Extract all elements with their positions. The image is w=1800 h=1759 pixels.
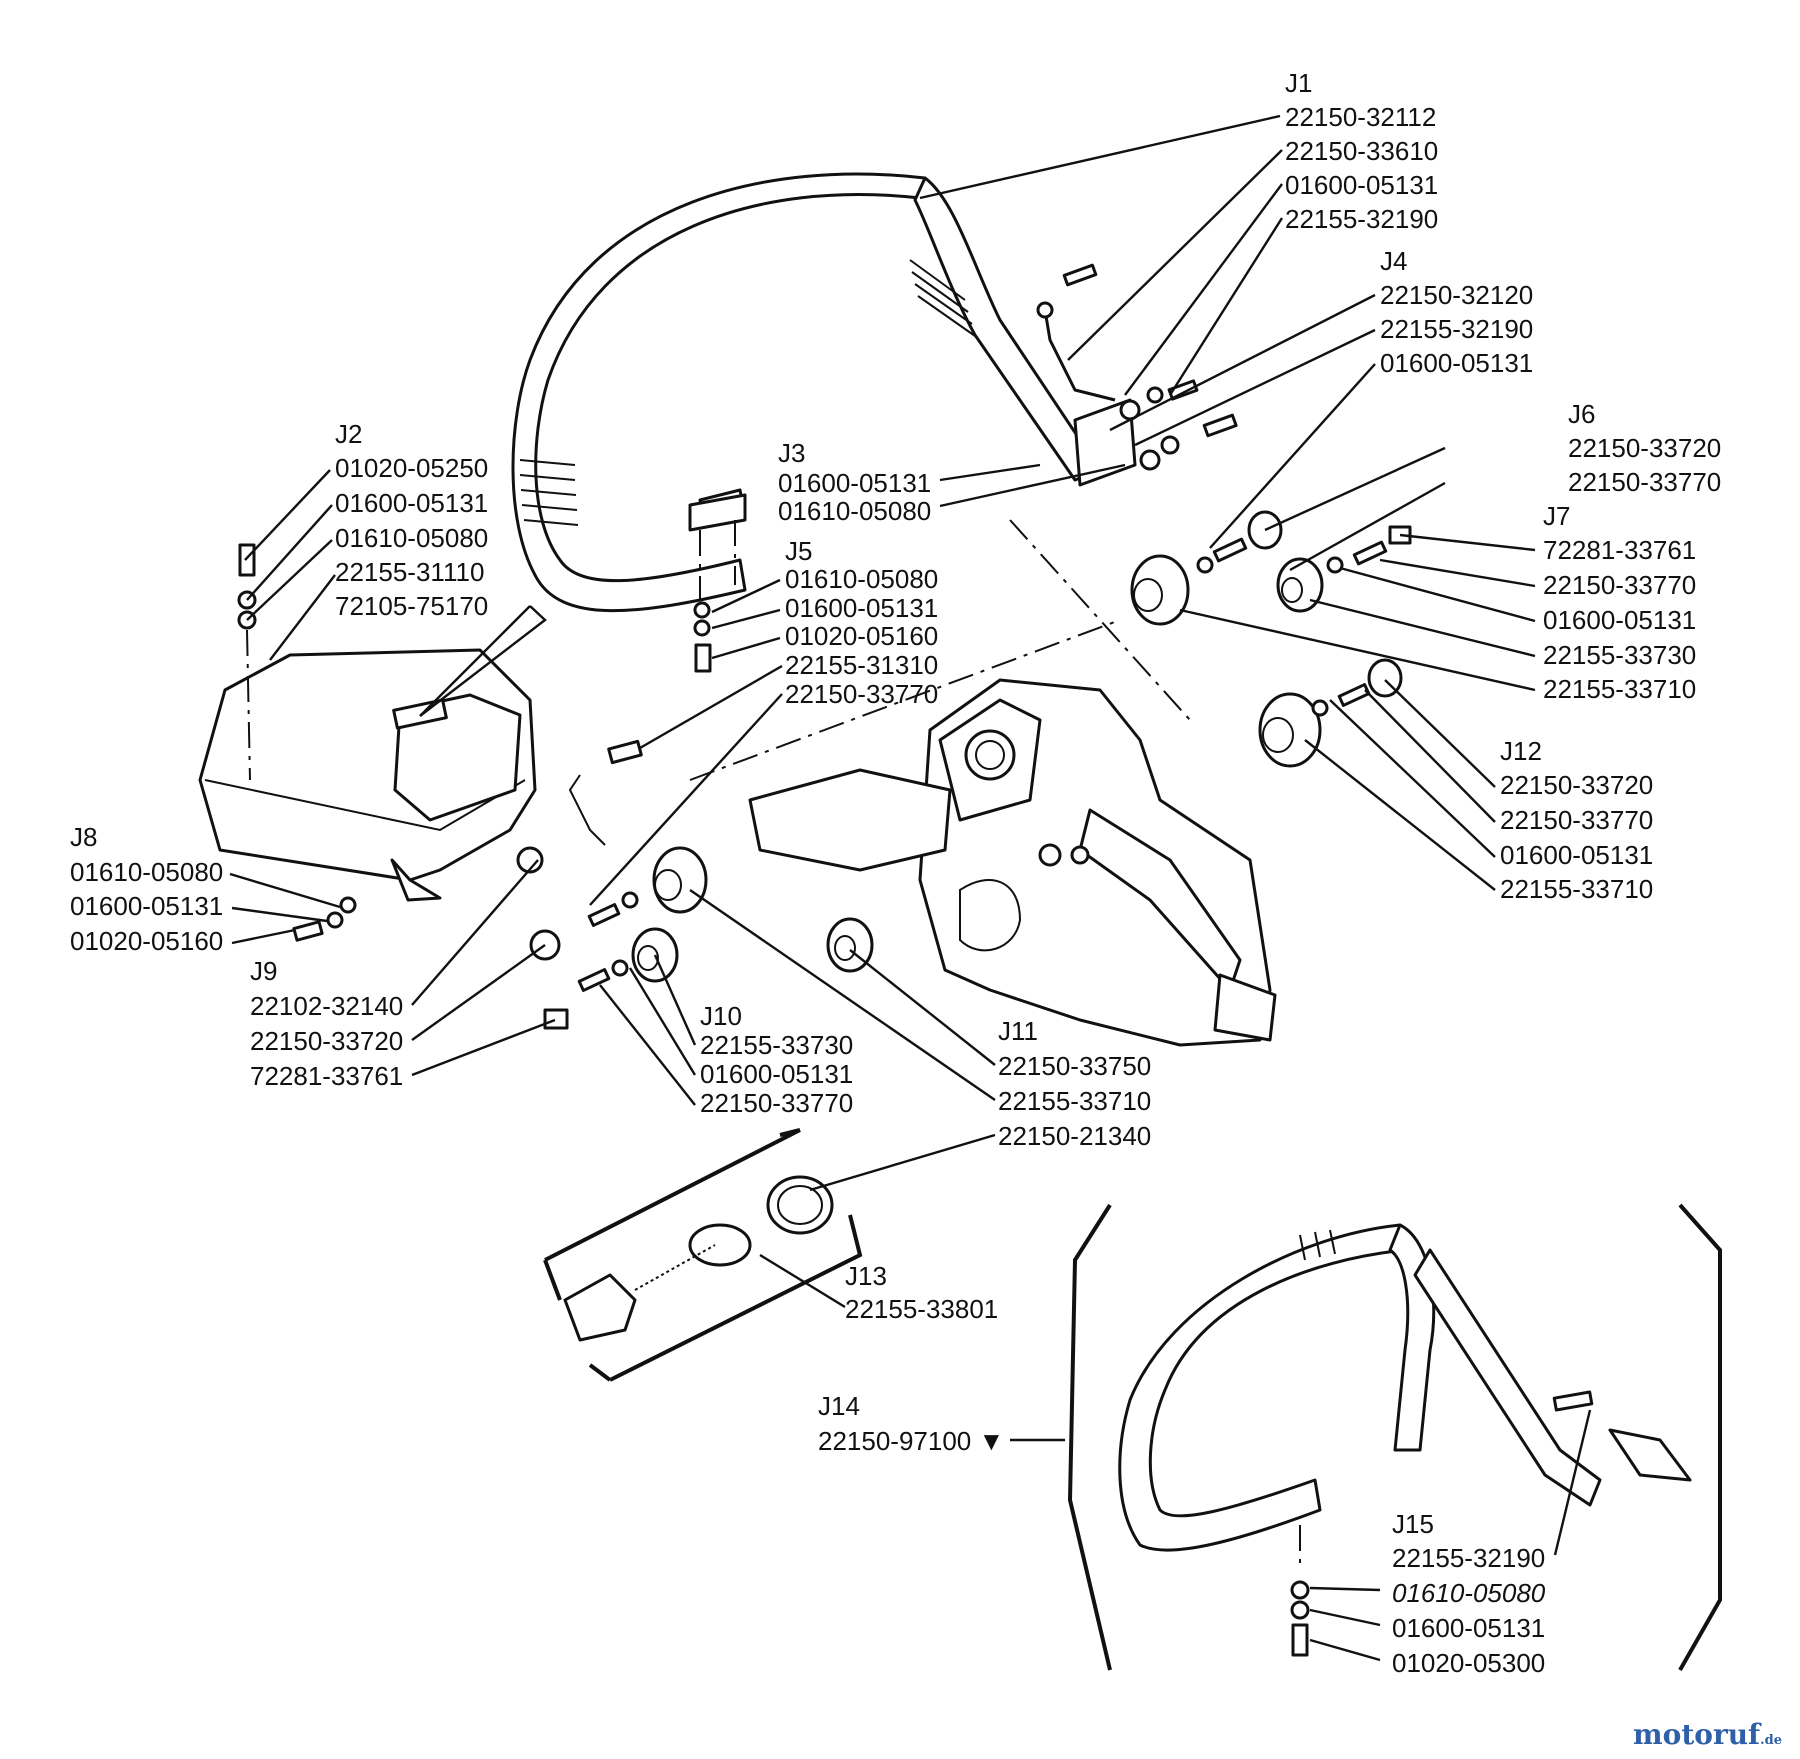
j5-part-5: 22150-33770 — [785, 679, 938, 709]
small-fasteners-drawing — [292, 537, 1388, 992]
j9-part-3: 72281-33761 — [250, 1061, 403, 1091]
j2-part-2: 01600-05131 — [335, 488, 488, 518]
j6-part-1: 22150-33720 — [1568, 433, 1721, 463]
j15-part-4: 01020-05300 — [1392, 1648, 1545, 1678]
j4-part-2: 22155-32190 — [1380, 314, 1533, 344]
j7-part-4: 22155-33730 — [1543, 640, 1696, 670]
j8-part-3: 01020-05160 — [70, 926, 223, 956]
j4-part-1: 22150-32120 — [1380, 280, 1533, 310]
j9-part-1: 22102-32140 — [250, 991, 403, 1021]
j11-part-2: 22155-33710 — [998, 1086, 1151, 1116]
j15-part-1: 22155-32190 — [1392, 1543, 1545, 1573]
j5-stud-drawing — [568, 739, 643, 846]
j2-part-3: 01610-05080 — [335, 523, 488, 553]
j7-part-2: 22150-33770 — [1543, 570, 1696, 600]
j4-label: J4 — [1380, 246, 1407, 276]
j1-part-3: 01600-05131 — [1285, 170, 1438, 200]
j1-part-2: 22150-33610 — [1285, 136, 1438, 166]
j1-part-4: 22155-32190 — [1285, 204, 1438, 234]
j5-part-4: 22155-31310 — [785, 650, 938, 680]
fuel-cap-drawing — [543, 1128, 863, 1382]
j15-part-3: 01600-05131 — [1392, 1613, 1545, 1643]
j7-part-5: 22155-33710 — [1543, 674, 1696, 704]
j7-label: J7 — [1543, 501, 1570, 531]
j12-part-3: 01600-05131 — [1500, 840, 1653, 870]
j12-label: J12 — [1500, 736, 1542, 766]
j14-label: J14 — [818, 1391, 860, 1421]
handle-bracket-drawing — [688, 493, 747, 673]
logo-suffix: .de — [1760, 1733, 1782, 1748]
j8-label: J8 — [70, 822, 97, 852]
j15-label: J15 — [1392, 1509, 1434, 1539]
leader-lines — [229, 114, 1592, 1662]
j11-label: J11 — [998, 1016, 1038, 1046]
logo-brand: motoruf — [1633, 1718, 1761, 1751]
j8-part-2: 01600-05131 — [70, 891, 223, 921]
j10-label: J10 — [700, 1001, 742, 1031]
j5-part-1: 01610-05080 — [785, 564, 938, 594]
j13-label: J13 — [845, 1261, 887, 1291]
j12-part-1: 22150-33720 — [1500, 770, 1653, 800]
j8-part-1: 01610-05080 — [70, 857, 223, 887]
air-filter-cover-drawing — [198, 543, 537, 902]
j1-part-1: 22150-32112 — [1285, 102, 1436, 132]
j12-part-4: 22155-33710 — [1500, 874, 1653, 904]
j1-screws-drawing — [1036, 263, 1238, 471]
j5-part-3: 01020-05160 — [785, 621, 938, 651]
j13-part-1: 22155-33801 — [845, 1294, 998, 1324]
j6-part-2: 22150-33770 — [1568, 467, 1721, 497]
j2-part-5: 72105-75170 — [335, 591, 488, 621]
j14-part-1: 22150-97100 ▼ — [818, 1426, 1004, 1456]
j9-part-2: 22150-33720 — [250, 1026, 403, 1056]
j1-label: J1 — [1285, 68, 1312, 98]
j4-part-3: 01600-05131 — [1380, 348, 1533, 378]
j7-part-1: 72281-33761 — [1543, 535, 1696, 565]
j2-part-4: 22155-31110 — [335, 557, 484, 587]
j5-label: J5 — [785, 536, 812, 566]
j3-label: J3 — [778, 438, 805, 468]
front-handle-bar-drawing — [511, 172, 1137, 613]
j9-label: J9 — [250, 956, 277, 986]
j5-part-2: 01600-05131 — [785, 593, 938, 623]
j7-part-3: 01600-05131 — [1543, 605, 1696, 635]
j10-part-1: 22155-33730 — [700, 1030, 853, 1060]
crankcase-body-drawing — [689, 519, 1277, 1047]
alternative-handle-drawing — [1067, 1203, 1722, 1671]
j10-part-2: 01600-05131 — [700, 1059, 853, 1089]
j3-part-1: 01600-05131 — [778, 468, 931, 498]
motoruf-logo: motoruf.de — [1633, 1718, 1782, 1751]
j10-part-3: 22150-33770 — [700, 1088, 853, 1118]
j3-part-2: 01610-05080 — [778, 496, 931, 526]
j11-part-3: 22150-21340 — [998, 1121, 1151, 1151]
j2-part-1: 01020-05250 — [335, 453, 488, 483]
j11-part-1: 22150-33750 — [998, 1051, 1151, 1081]
j15-part-2: 01610-05080 — [1392, 1578, 1546, 1608]
j12-part-2: 22150-33770 — [1500, 805, 1653, 835]
j6-label: J6 — [1568, 399, 1595, 429]
j2-label: J2 — [335, 419, 362, 449]
